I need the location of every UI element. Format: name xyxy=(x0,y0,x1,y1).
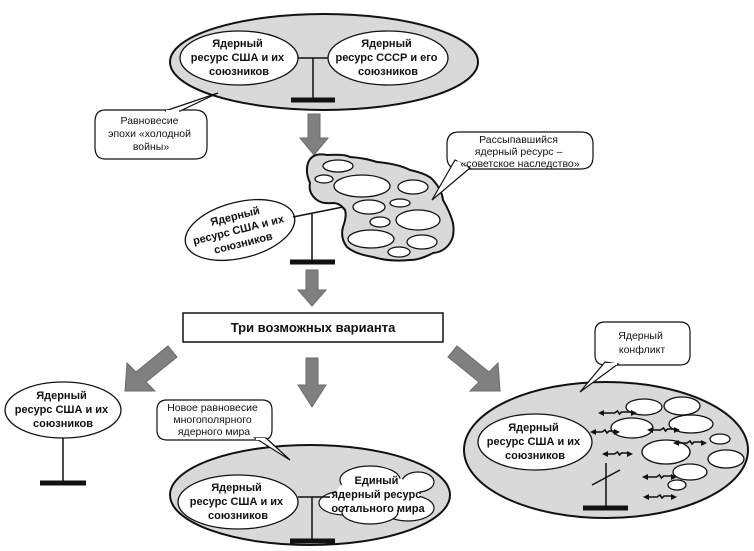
conflict-callout: Ядерный конфликт xyxy=(579,321,691,393)
arrow-down-icon xyxy=(298,113,330,156)
fragment-ellipse xyxy=(406,234,438,250)
double-arrow-icon xyxy=(678,439,702,446)
usa-resource-label: Ядерный ресурс США и их союзников xyxy=(190,482,286,522)
variant-multipolar: Ядерный ресурс США и их союзников Единый… xyxy=(156,399,451,546)
fragment-ellipse xyxy=(369,216,391,228)
fragment-ellipse xyxy=(389,198,411,208)
fragment-ellipse xyxy=(314,174,334,184)
svg-text:Ядерный конфликт: Ядерный конфликт xyxy=(618,330,666,356)
fragment-ellipse xyxy=(352,199,386,215)
svg-text:Новое равновесие много: Новое равновесие многополярного ядерного… xyxy=(167,402,261,438)
broken-scale xyxy=(591,463,621,507)
fragment-ellipse xyxy=(667,479,687,491)
multipolar-callout: Новое равновесие многополярного ядерного… xyxy=(156,399,291,461)
arrow-down-icon xyxy=(296,269,328,307)
options-box: Три возможных варианта xyxy=(182,312,444,343)
variant-conflict: Ядерный ресурс США и их союзников Ядерны… xyxy=(463,321,749,519)
fragment-ellipse xyxy=(663,396,701,416)
svg-text:Равновесие эпохи «холо: Равновесие эпохи «холодной войны» xyxy=(108,115,194,153)
usa-resource-label: Ядерный ресурс США и их союзников xyxy=(487,422,583,462)
double-arrow-icon xyxy=(647,473,672,480)
usa-resource-label: Ядерный ресурс США и их союзников xyxy=(191,38,287,78)
fragment-ellipse xyxy=(322,159,354,173)
fragment-ellipse xyxy=(709,433,731,445)
fragment-ellipse xyxy=(347,229,395,249)
fragment-ellipse xyxy=(387,246,411,258)
soviet-legacy-callout: Рассыпавшийся ядерный ресурс – «советско… xyxy=(431,131,594,201)
double-arrow-icon xyxy=(607,450,628,457)
fragment-ellipse xyxy=(395,209,441,231)
balance-scale xyxy=(298,496,330,540)
fragments xyxy=(610,396,745,491)
double-arrow-icon xyxy=(648,493,672,500)
fragment-ellipse xyxy=(610,417,654,439)
conflict-arrows xyxy=(590,409,707,500)
rest-of-world-label: Единый ядерный ресурс остального мира xyxy=(331,475,425,515)
fragment-ellipse xyxy=(668,414,714,434)
double-arrow-icon xyxy=(603,409,632,416)
variant-unipolar: Ядерный ресурс США и их союзников xyxy=(4,381,122,486)
arrowhead-icon xyxy=(590,429,620,435)
arrow-down-left-icon xyxy=(124,345,178,392)
fragment-ellipse xyxy=(707,449,745,469)
arrow-down-icon xyxy=(297,357,327,408)
svg-text:Рассыпавшийся ядерный: Рассыпавшийся ядерный ресурс – «советско… xyxy=(460,134,579,170)
double-arrow-icon xyxy=(652,426,675,433)
balance-scale xyxy=(298,57,328,100)
post-soviet-stage: Ядерный ресурс США и их союзников Рассып… xyxy=(184,131,594,265)
usa-resource-ellipse xyxy=(177,474,299,530)
ussr-resource-label: Ядерный ресурс СССР и его союзников xyxy=(335,38,440,78)
cold-war-balance: Ядерный ресурс США и их союзников Ядерны… xyxy=(94,13,479,160)
fragment-ellipse xyxy=(625,398,663,416)
svg-text:Три возможных варианта: Три возможных варианта xyxy=(231,320,396,335)
fragment-ellipse xyxy=(641,439,691,465)
rest-of-world-cloud xyxy=(318,465,435,525)
fragment-ellipse xyxy=(397,179,429,195)
usa-resource-label: Ядерный ресурс США и их союзников xyxy=(15,390,111,430)
tilted-scale xyxy=(292,206,344,262)
double-arrow-icon xyxy=(595,428,615,435)
arrow-down-right-icon xyxy=(447,345,501,392)
fragments xyxy=(314,159,441,258)
cold-war-callout: Равновесие эпохи «холодной войны» xyxy=(94,92,219,160)
fragment-ellipse xyxy=(333,174,391,198)
usa-resource-ellipse xyxy=(477,413,593,471)
fragment-ellipse xyxy=(672,463,708,481)
